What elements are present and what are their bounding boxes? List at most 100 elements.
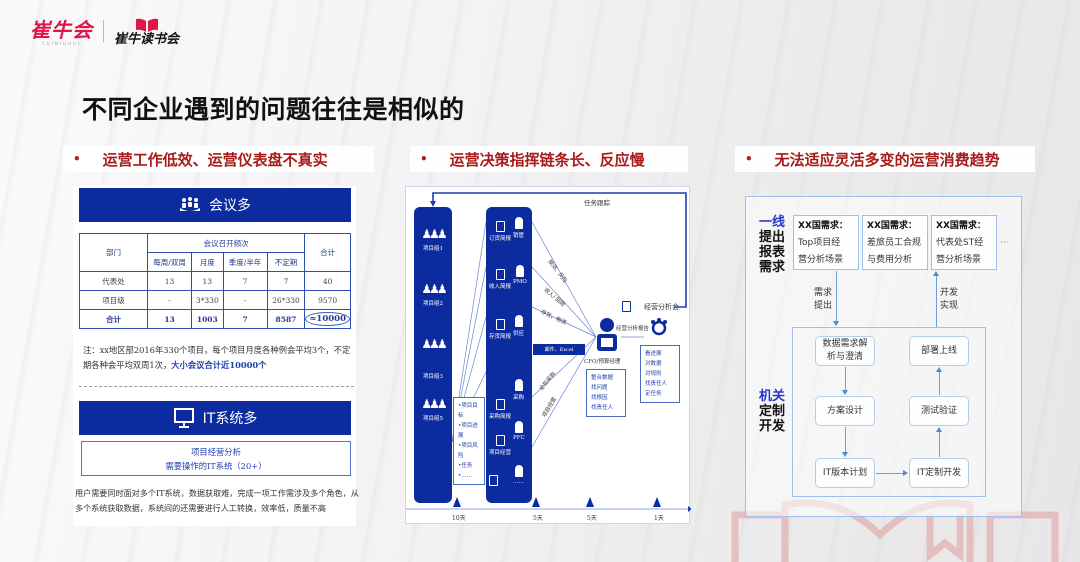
request-line: 营分析场景 bbox=[798, 255, 844, 265]
table-total-row: 合计 13 1003 7 8587 ≈10000 bbox=[79, 309, 351, 329]
role-label: 销管 bbox=[513, 233, 525, 239]
it-box-line2: 需要操作的IT系统（20+） bbox=[165, 461, 267, 471]
label-line: 开发 bbox=[759, 419, 786, 434]
people-icon: ♟♟♟ bbox=[421, 337, 447, 351]
list-item: •任务 bbox=[458, 463, 473, 469]
person-icon bbox=[514, 465, 523, 477]
logo-main-block: 崔牛会 CUINIUHUI bbox=[30, 20, 93, 46]
role-label: 采购 bbox=[513, 395, 525, 401]
report-label: 采购简报 bbox=[489, 414, 512, 420]
cell-total: ≈10000 bbox=[304, 309, 351, 329]
report-item bbox=[489, 475, 498, 488]
it-systems-box: 项目经营分析 需要操作的IT系统（20+） bbox=[81, 441, 351, 476]
cell-value: - bbox=[146, 290, 193, 310]
report-label: 项目经营 bbox=[489, 450, 512, 456]
col-header-weekly: 每周/双周 bbox=[146, 252, 193, 272]
cell-value: 8587 bbox=[266, 309, 306, 329]
note-highlight: 大小会议合计近10000个 bbox=[171, 360, 267, 370]
arrow-down-icon bbox=[842, 452, 848, 457]
label-line: 机关 bbox=[759, 389, 786, 404]
step-analysis: 数据需求解析与澄清 bbox=[815, 336, 875, 366]
logo-divider bbox=[103, 20, 104, 42]
list-item: 找责任人 bbox=[645, 381, 668, 387]
label-line: 定制 bbox=[759, 404, 786, 419]
decision-chain-panel: 任务跟踪 ♟♟♟项目组1 ♟♟♟项目组2 ♟♟♟ 项目组3 ♟♟♟项目组5 •项… bbox=[405, 186, 691, 524]
section-title-3: • 无法适应灵活多变的运营消费趋势 bbox=[735, 146, 1035, 172]
section-title-text: 运营工作低效、运营仪表盘不真实 bbox=[102, 150, 328, 169]
report-label: 订货简报 bbox=[489, 236, 512, 242]
list-item: 找责任人 bbox=[591, 405, 614, 411]
col-header-quarterly: 季度/半年 bbox=[222, 252, 268, 272]
submit-label: 需求 提出 bbox=[814, 287, 832, 313]
project-items-box: •项目目标 •项目进展 •项目风险 •任务 •…… bbox=[453, 397, 485, 485]
timeline-marker bbox=[653, 497, 661, 507]
people-icon: ♟♟♟ bbox=[421, 227, 447, 241]
note-text: 注：xx地区部2016年330个项目，每个项目月度各种例会平均3个，不定期各种会… bbox=[83, 345, 351, 370]
request-card: XX国需求： 差旅员工合规 与费用分析 bbox=[862, 215, 928, 270]
logo-sub-text: CUINIUHUI bbox=[41, 41, 82, 46]
report-label: 经营分析报告 bbox=[616, 326, 650, 332]
step-test: 测试验证 bbox=[909, 396, 969, 426]
step-deploy: 部署上线 bbox=[909, 336, 969, 366]
cell-value: 7 bbox=[222, 271, 268, 291]
report-item: 订货简报 bbox=[489, 221, 511, 242]
computer-icon bbox=[495, 435, 505, 446]
project-group-label: 项目组2 bbox=[423, 301, 443, 307]
report-item: 项目经营 bbox=[489, 435, 511, 456]
bullet-icon: • bbox=[420, 152, 428, 166]
cell-value: 13 bbox=[146, 271, 193, 291]
people-icon bbox=[180, 197, 200, 211]
timeline-label: 10天 bbox=[452, 515, 466, 522]
arrow-up-icon bbox=[936, 367, 942, 372]
bullet-icon: • bbox=[73, 152, 81, 166]
cell-value: 3*330 bbox=[191, 290, 224, 310]
request-line: 营分析场景 bbox=[936, 255, 982, 265]
cell-dept: 代表处 bbox=[79, 271, 148, 291]
col-header-total: 合计 bbox=[304, 233, 351, 272]
connector-line bbox=[936, 273, 937, 327]
label-line: 需求 bbox=[759, 260, 786, 275]
role-label: PMO bbox=[513, 279, 527, 285]
connector-line bbox=[845, 427, 846, 455]
timeline-marker bbox=[532, 497, 540, 507]
connector-line bbox=[939, 369, 940, 395]
project-group: ♟♟♟项目组2 bbox=[414, 282, 452, 307]
meetings-it-panel: 会议多 部门 会议召开频次 合计 每周/双周 月度 季度/半年 不定期 代表处 … bbox=[73, 186, 359, 526]
logo-secondary-text: 崔牛读书会 bbox=[114, 32, 180, 47]
computer-icon bbox=[495, 269, 505, 280]
meetings-header: 会议多 bbox=[79, 188, 351, 222]
meetings-header-text: 会议多 bbox=[209, 198, 251, 214]
list-item: 找问题 bbox=[591, 385, 608, 391]
list-item: •项目进展 bbox=[458, 423, 478, 439]
mail-excel-bar: 邮件、Excel bbox=[533, 344, 585, 355]
meeting-note: 注：xx地区部2016年330个项目，每个项目月度各种例会平均3个，不定期各种会… bbox=[83, 343, 353, 373]
report-item: 采购简报 bbox=[489, 399, 511, 420]
person-icon bbox=[514, 217, 523, 229]
label-line: 析与澄清 bbox=[826, 352, 863, 362]
list-item: 对规则 bbox=[645, 371, 662, 377]
list-item: •…… bbox=[458, 473, 473, 479]
label-line: 报表 bbox=[759, 245, 786, 260]
timeline-marker bbox=[586, 497, 594, 507]
arrow-down-icon bbox=[842, 390, 848, 395]
connector-line bbox=[845, 367, 846, 393]
step-design: 方案设计 bbox=[815, 396, 875, 426]
timeline-marker bbox=[453, 497, 461, 507]
it-description: 用户需要同时面对多个IT系统，数据获取难，完成一项工作需涉及多个角色，从多个系统… bbox=[75, 488, 359, 513]
report-label: 收入简报 bbox=[489, 284, 512, 290]
role-item: 销管 bbox=[513, 217, 524, 239]
cell-total: 9570 bbox=[304, 290, 351, 310]
computer-icon bbox=[495, 319, 505, 330]
person-icon bbox=[515, 265, 524, 277]
cell-value: 7 bbox=[222, 309, 268, 329]
cfo-tasks-box: 整合数据 找问题 找根因 找责任人 bbox=[586, 369, 626, 417]
role-item: PFC bbox=[513, 421, 525, 441]
more-ellipsis: ··· bbox=[1000, 238, 1009, 248]
arrow-up-icon bbox=[936, 427, 942, 432]
section-title-2: • 运营决策指挥链条长、反应慢 bbox=[410, 146, 688, 172]
cell-dept: 合计 bbox=[79, 309, 148, 329]
role-label: 供应 bbox=[513, 331, 525, 337]
project-groups-column: ♟♟♟项目组1 ♟♟♟项目组2 ♟♟♟ 项目组3 ♟♟♟项目组5 bbox=[414, 207, 452, 503]
people-icon: ♟♟♟ bbox=[421, 397, 447, 411]
computer-icon bbox=[495, 399, 505, 410]
